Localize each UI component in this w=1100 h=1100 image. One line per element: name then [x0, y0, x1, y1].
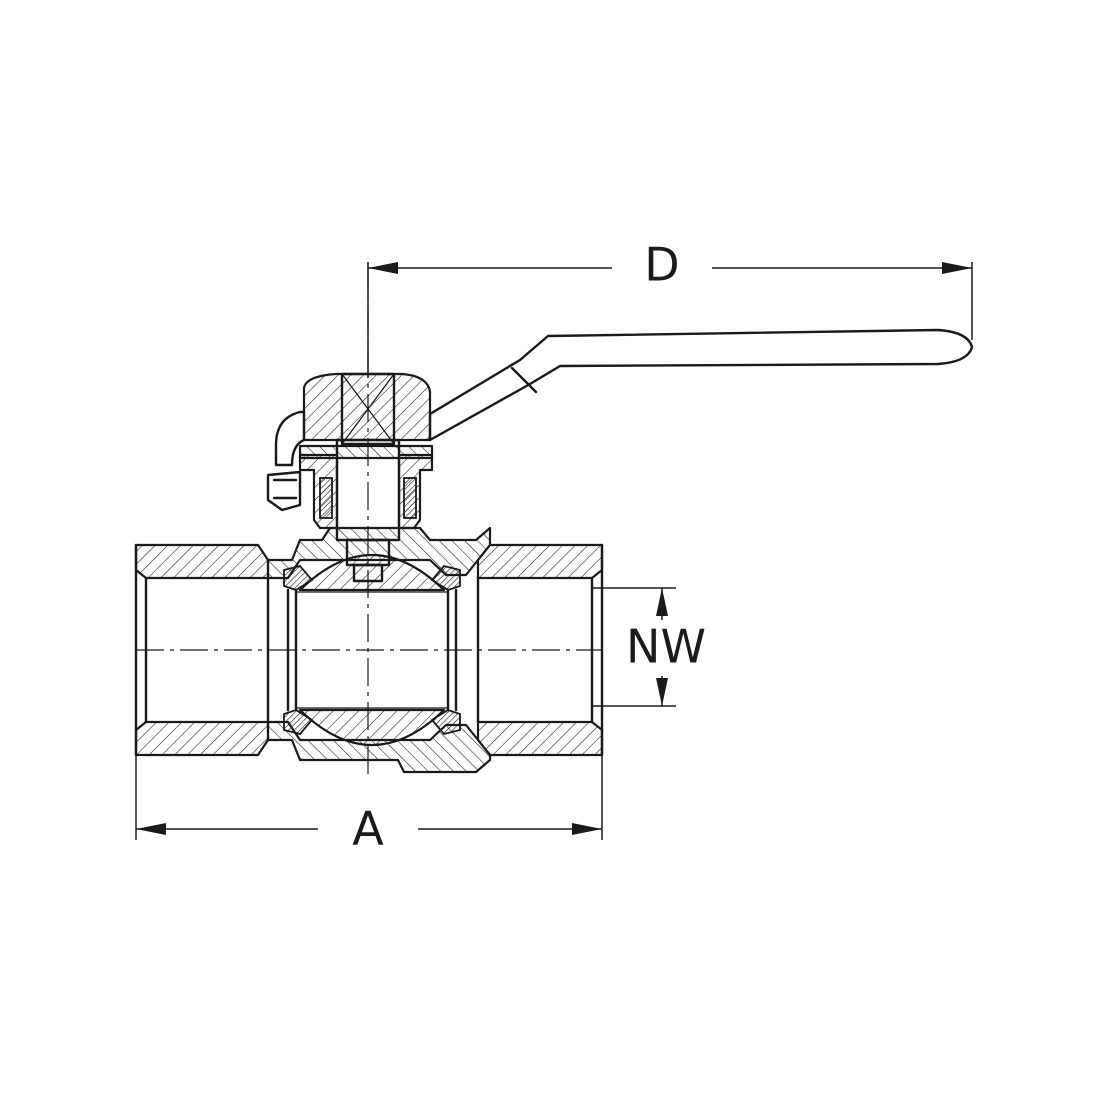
left-connector-upper-wall — [134, 543, 270, 580]
dimension-nw-label: NW — [626, 620, 706, 674]
seat-upper-right — [430, 564, 461, 591]
dimension-d: D — [367, 238, 973, 378]
dimension-a-label: A — [352, 802, 384, 856]
gland-nut — [298, 444, 434, 460]
right-connector-lower-wall — [476, 720, 604, 757]
seat-lower-left — [283, 709, 314, 736]
left-connector-lower-wall — [134, 720, 270, 757]
packing-left — [319, 477, 333, 519]
seat-upper-left — [283, 564, 314, 591]
ball — [283, 553, 461, 747]
lever-sleeve-edge — [510, 366, 538, 394]
dimension-nw: NW — [592, 587, 706, 707]
valve-body — [134, 526, 604, 774]
handle — [302, 328, 974, 446]
lock-tab — [266, 470, 302, 512]
housing-upper — [266, 526, 492, 580]
dimension-d-label: D — [644, 238, 679, 292]
lever-arm — [428, 328, 974, 442]
packing-right — [403, 477, 417, 519]
seat-lower-right — [430, 709, 461, 736]
right-connector-upper-wall — [476, 543, 604, 580]
dimension-a: A — [135, 755, 603, 856]
